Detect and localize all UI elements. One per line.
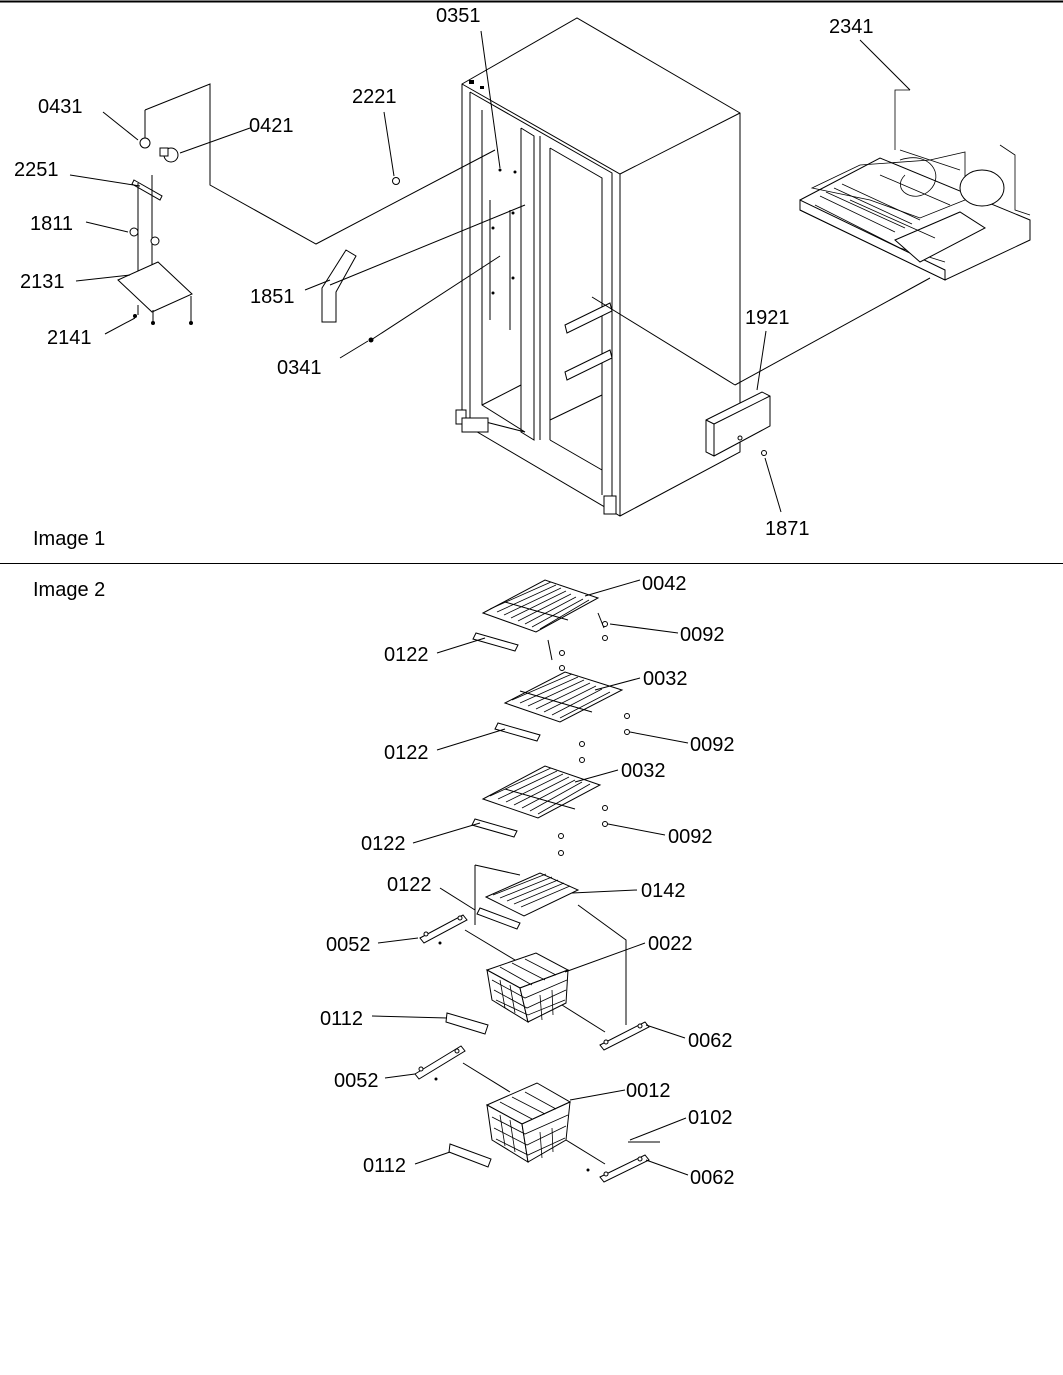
image-2-caption: Image 2 xyxy=(33,579,105,601)
callout-0112-a: 0112 xyxy=(320,1008,363,1030)
image-2-leaders xyxy=(371,579,689,1176)
machine-compartment xyxy=(799,89,1031,281)
callout-0032-b: 0032 xyxy=(621,760,666,782)
wire-shelf-0032-b xyxy=(471,765,608,856)
callout-1851: 1851 xyxy=(250,286,295,308)
image-1-panel: 0351 2341 2221 0431 0421 2251 1811 2131 … xyxy=(14,5,1031,550)
callout-0431: 0431 xyxy=(38,96,83,118)
callout-0341: 0341 xyxy=(277,357,322,379)
image-1-leaders xyxy=(69,30,911,513)
callout-2221: 2221 xyxy=(352,86,397,108)
image-2-panel: Image 2 xyxy=(33,573,735,1189)
wire-shelf-0042 xyxy=(472,579,608,671)
refrigerator-cabinet xyxy=(455,17,741,517)
small-parts xyxy=(321,177,526,343)
callout-1921: 1921 xyxy=(745,307,790,329)
callout-0062-a: 0062 xyxy=(688,1030,733,1052)
basket-0022-assembly xyxy=(419,914,650,1051)
callout-0142: 0142 xyxy=(641,880,686,902)
callout-1811: 1811 xyxy=(30,213,73,235)
callout-0062-b: 0062 xyxy=(690,1167,735,1189)
callout-0032-a: 0032 xyxy=(643,668,688,690)
callout-0052-b: 0052 xyxy=(334,1070,379,1092)
callout-0122-d: 0122 xyxy=(387,874,432,896)
callout-2131: 2131 xyxy=(20,271,65,293)
access-panel xyxy=(591,277,931,457)
callout-0052-a: 0052 xyxy=(326,934,371,956)
callout-0122-b: 0122 xyxy=(384,742,429,764)
callout-0122-a: 0122 xyxy=(384,644,429,666)
callout-1871: 1871 xyxy=(765,518,810,540)
image-1-caption: Image 1 xyxy=(33,528,105,550)
light-bracket-assembly xyxy=(117,83,496,325)
callout-0092-b: 0092 xyxy=(690,734,735,756)
callout-0092-c: 0092 xyxy=(668,826,713,848)
callout-0122-c: 0122 xyxy=(361,833,406,855)
callout-0042: 0042 xyxy=(642,573,687,595)
callout-2251: 2251 xyxy=(14,159,59,181)
callout-0012: 0012 xyxy=(626,1080,671,1102)
callout-2341: 2341 xyxy=(829,16,874,38)
callout-0112-b: 0112 xyxy=(363,1155,406,1177)
callout-0022: 0022 xyxy=(648,933,693,955)
callout-0092-a: 0092 xyxy=(680,624,725,646)
wire-shelf-0032-a xyxy=(494,671,630,763)
callout-0102: 0102 xyxy=(688,1107,733,1129)
callout-0351: 0351 xyxy=(436,5,481,27)
callout-0421: 0421 xyxy=(249,115,294,137)
callout-2141: 2141 xyxy=(47,327,92,349)
basket-0012-assembly xyxy=(414,1045,660,1183)
wire-shelf-0142 xyxy=(474,864,627,1025)
